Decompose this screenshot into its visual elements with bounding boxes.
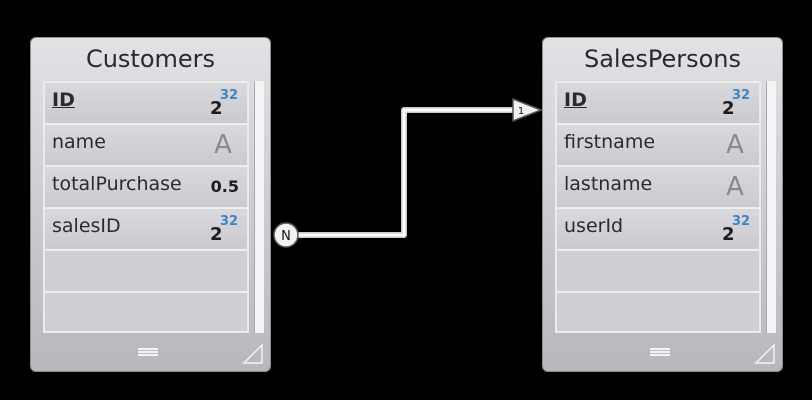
field-name: totalPurchase [52,173,182,195]
table-title: SalesPersons [583,45,742,73]
field-name: userId [564,215,624,237]
drag-handle-icon[interactable] [138,348,158,356]
field-name: ID [564,89,587,111]
cardinality-many-marker: N [273,222,299,248]
scrollbar[interactable] [766,81,776,333]
empty-field-row [45,293,247,335]
field-name: firstname [564,131,656,153]
field-row[interactable]: firstname A [557,125,759,167]
empty-field-row [45,251,247,293]
resize-corner-icon[interactable] [754,343,776,365]
field-name: lastname [564,173,653,195]
cardinality-many-label: N [281,229,291,244]
empty-field-row [557,293,759,335]
cardinality-one-marker: 1 [512,97,544,123]
empty-field-row [557,251,759,293]
field-name: salesID [52,215,121,237]
field-row[interactable]: name A [45,125,247,167]
scrollbar[interactable] [254,81,264,333]
field-name: name [52,131,106,153]
cardinality-one-label: 1 [518,106,524,117]
decimal-type-icon: 0.5 [210,177,239,196]
text-type-icon: A [726,172,744,202]
table-title: Customers [85,45,216,73]
field-name: ID [52,89,75,111]
text-type-icon: A [726,130,744,160]
field-row[interactable]: totalPurchase 0.5 [45,167,247,209]
drag-handle-icon[interactable] [650,348,670,356]
text-type-icon: A [214,130,232,160]
resize-corner-icon[interactable] [242,343,264,365]
field-row[interactable]: lastname A [557,167,759,209]
